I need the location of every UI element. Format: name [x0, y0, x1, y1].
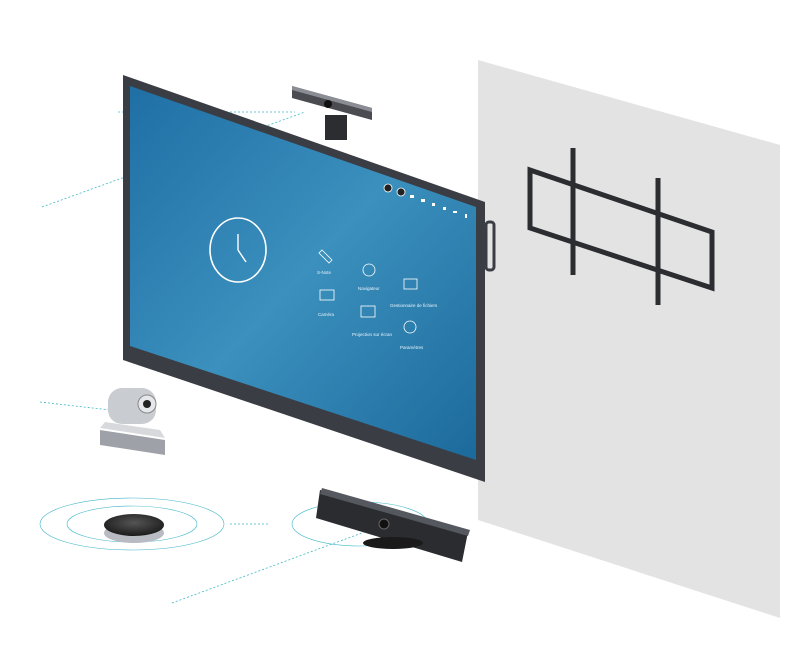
- app-parametres[interactable]: Paramètres: [400, 320, 424, 350]
- globe-icon: [362, 263, 376, 277]
- battery-icon: [465, 214, 467, 218]
- app-launcher: S-Note Navigateur Gestionnaire de fichie…: [317, 249, 438, 350]
- app-navigateur[interactable]: Navigateur: [358, 263, 380, 291]
- ptz-camera: [100, 388, 165, 455]
- app-gestionnaire-de-fichiers[interactable]: Gestionnaire de fichiers: [390, 278, 438, 308]
- cast-icon: [360, 305, 376, 318]
- shield-icon: [432, 203, 435, 206]
- svg-text:Navigateur: Navigateur: [358, 286, 380, 291]
- video-soundbar: [291, 488, 470, 562]
- status-bar: [383, 183, 467, 218]
- svg-text:Projection sur écran: Projection sur écran: [352, 332, 393, 337]
- gear-icon: [403, 320, 417, 334]
- wifi-icon: [421, 199, 425, 202]
- app-s-note[interactable]: S-Note: [317, 249, 333, 275]
- webcam: [292, 86, 372, 140]
- app-camera[interactable]: Caméra: [318, 289, 335, 317]
- svg-text:S-Note: S-Note: [317, 270, 332, 275]
- bell-icon: [443, 207, 446, 210]
- display-icon: [410, 195, 414, 198]
- camera-icon: [319, 289, 335, 301]
- svg-text:Caméra: Caméra: [318, 312, 335, 317]
- record-icon: [383, 183, 393, 193]
- clock-widget: [209, 217, 267, 283]
- folder-icon: [403, 278, 418, 290]
- pen-icon: [318, 249, 333, 264]
- svg-text:Paramètres: Paramètres: [400, 345, 424, 350]
- app-projection[interactable]: Projection sur écran: [352, 305, 393, 337]
- mic-icon: [396, 187, 406, 197]
- wall-mount-bracket: [527, 148, 715, 305]
- speakerphone: [39, 497, 225, 551]
- svg-text:Gestionnaire de fichiers: Gestionnaire de fichiers: [390, 303, 438, 308]
- network-icon: [453, 211, 457, 213]
- interactive-display: S-Note Navigateur Gestionnaire de fichie…: [123, 75, 496, 482]
- wall: [478, 60, 780, 618]
- screen: [130, 86, 476, 460]
